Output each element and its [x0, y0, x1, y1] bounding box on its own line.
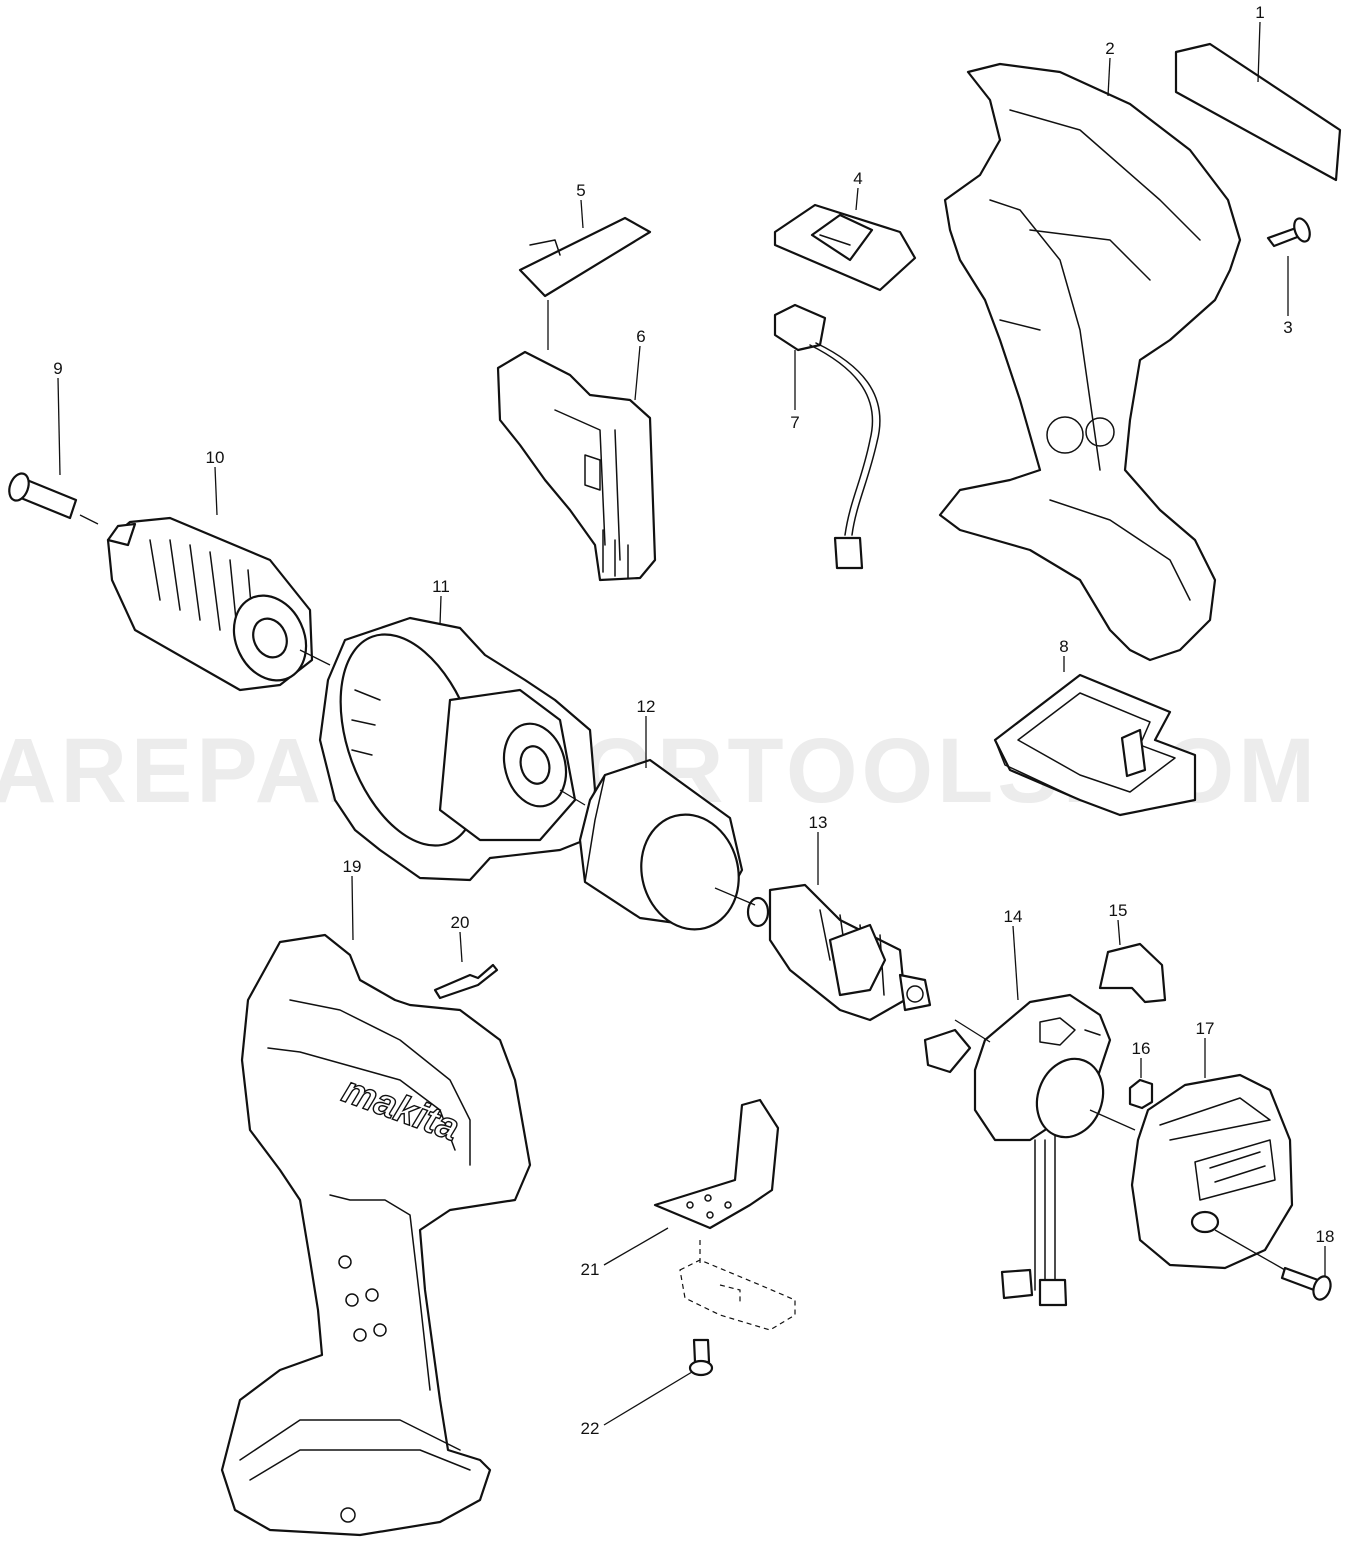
callout-17: 17: [1196, 1019, 1215, 1038]
callout-13: 13: [809, 813, 828, 832]
callout-6: 6: [636, 327, 645, 346]
part-21-hook-bracket: [653, 1098, 780, 1230]
callout-22: 22: [581, 1419, 600, 1438]
callout-19: 19: [343, 857, 362, 876]
callout-10: 10: [206, 448, 225, 467]
part-7-wire-harness: [773, 303, 881, 570]
part-17-rear-cover: [1130, 1073, 1294, 1270]
part-4-switch-lever: [773, 203, 917, 292]
carbon-brush: [923, 1028, 972, 1074]
part-13-armature: [746, 883, 932, 1022]
callout-3: 3: [1283, 318, 1292, 337]
callout-4: 4: [853, 169, 862, 188]
part-19-housing-left: makita: [220, 933, 532, 1537]
callout-5: 5: [576, 181, 585, 200]
callout-8: 8: [1059, 637, 1068, 656]
part-6-switch: [496, 350, 657, 582]
part-3-screw: [1266, 217, 1311, 248]
part-18-screw: [1280, 1266, 1332, 1301]
callout-7: 7: [790, 413, 799, 432]
leader-lines: [57, 21, 1326, 1426]
callout-12: 12: [637, 697, 656, 716]
part-20-spring-clip: [433, 963, 499, 1000]
part-22-screw: [688, 1338, 714, 1377]
phantom-clip-outline: [679, 1240, 796, 1331]
part-2-housing-right: [938, 62, 1242, 662]
part-11-gear-assembly: [318, 616, 597, 882]
part-8-cover-plate: [993, 673, 1197, 817]
callout-18: 18: [1316, 1227, 1335, 1246]
callout-11: 11: [432, 577, 450, 596]
callout-9: 9: [53, 359, 62, 378]
part-15-brush-cap: [1098, 942, 1167, 1004]
callout-2: 2: [1105, 39, 1114, 58]
part-1-nameplate: [1174, 42, 1342, 182]
part-16-bushing: [1128, 1078, 1154, 1110]
callout-20: 20: [451, 913, 470, 932]
callout-16: 16: [1132, 1039, 1151, 1058]
part-5-switch-label: [518, 216, 652, 298]
part-14-brush-holder: [973, 993, 1112, 1307]
callout-1: 1: [1255, 3, 1264, 22]
part-10-keyless-chuck: [106, 516, 314, 692]
callout-15: 15: [1109, 901, 1128, 920]
callout-21: 21: [581, 1260, 600, 1279]
part-12-stator: [578, 758, 744, 931]
callout-14: 14: [1004, 907, 1023, 926]
callout-labels: 1 2 3 4 5 6 7 8 9 10 11 12 13 14 15 16 1…: [53, 3, 1334, 1438]
part-9-chuck-screw: [8, 472, 78, 520]
